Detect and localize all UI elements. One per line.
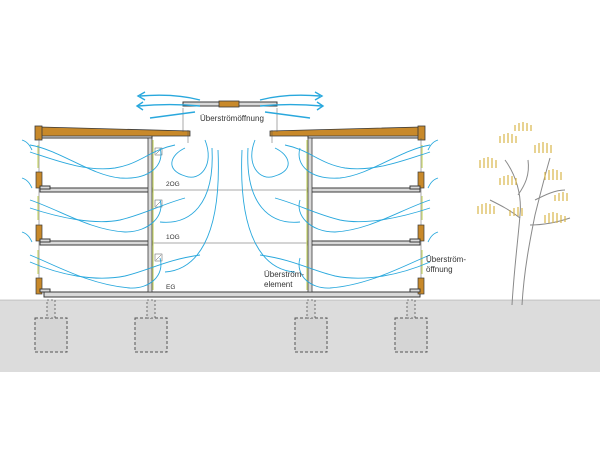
tree [477, 122, 571, 306]
label-overflow-element-line2: element [264, 280, 293, 289]
label-floor-1og: 1OG [166, 234, 180, 241]
inner-walls [147, 137, 313, 293]
exhaust-arrows [135, 91, 325, 119]
atrium-glazing [152, 130, 308, 290]
label-floor-2og: 2OG [166, 181, 180, 188]
label-floor-eg: EG [166, 284, 175, 291]
roof-left [34, 125, 191, 141]
facade-right [409, 138, 425, 295]
roof-lantern [182, 100, 278, 132]
floor-slabs [39, 187, 421, 246]
label-roof-opening: Überströmöffnung [200, 114, 264, 123]
roof-right [269, 125, 426, 141]
atrium-walkways [152, 189, 308, 244]
facade-left [35, 138, 51, 295]
label-overflow-element-line1: Überström- [264, 270, 304, 279]
label-facade-opening-line2: öffnung [426, 265, 453, 274]
foundations [34, 299, 428, 353]
label-facade-opening-line1: Überström- [426, 255, 466, 264]
ground-floor-slab [43, 291, 421, 298]
airflow-lines [21, 139, 439, 289]
tree-foliage [477, 122, 568, 223]
